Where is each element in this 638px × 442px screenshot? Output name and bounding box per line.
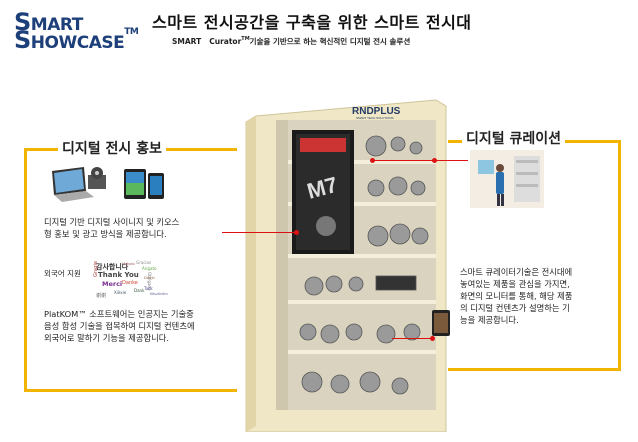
thank-you-word-cloud: 감사합니다 Thank You Merci Danke Gracias Obri… <box>93 260 168 299</box>
laptop-icon <box>52 167 94 202</box>
digital-promotion-description: 디지털 기반 디지털 사이니지 및 키오스 형 홍보 및 광고 방식을 제공합니… <box>44 217 180 239</box>
page-title: 스마트 전시공간을 구축을 위한 스마트 전시대 <box>152 13 472 32</box>
platkom-description: PlatKOM™ 소프트웨어는 인공지는 기술중 음성 합성 기술을 접목하여 … <box>44 309 195 343</box>
left-connector-line <box>222 232 298 233</box>
tablet-icon <box>124 169 146 199</box>
digital-promotion-heading: 디지털 전시 홍보 <box>58 138 166 158</box>
bottom-connector-line <box>392 338 432 339</box>
right-connector-end-dot <box>432 158 437 163</box>
film-reel-icon <box>88 167 106 189</box>
left-connector-dot <box>294 230 299 235</box>
store-illustration <box>470 150 544 208</box>
display-cabinet: RNDPLUS SMART TECH SOLUTIONS M7 <box>245 99 450 432</box>
digital-curation-description: 스마트 큐레이터기술은 전시대에 놓여있는 제품을 관심을 가지면, 화면의 모… <box>460 267 573 325</box>
digital-curation-heading: 디지털 큐레이션 <box>462 128 566 148</box>
devices-illustration <box>52 167 164 202</box>
cabinet-brand-sign: RNDPLUS SMART TECH SOLUTIONS <box>352 106 401 120</box>
bottom-connector-dot <box>430 336 435 341</box>
logo-line-2: SHOWCASETM <box>14 26 139 54</box>
right-connector-dot <box>370 158 375 163</box>
person-icon <box>496 164 504 206</box>
smart-showcase-logo: SMART SHOWCASETM <box>14 8 144 54</box>
svg-text:RNDPLUS: RNDPLUS <box>352 106 401 117</box>
logo-line-1: SMART <box>14 8 83 36</box>
svg-text:SMART TECH SOLUTIONS: SMART TECH SOLUTIONS <box>356 116 394 120</box>
monitor-screen: M7 <box>292 130 354 254</box>
phone-icon <box>148 173 164 199</box>
product-parts <box>299 135 429 395</box>
right-connector-line <box>372 160 468 161</box>
foreign-language-label: 외국어 지원 <box>44 269 81 278</box>
